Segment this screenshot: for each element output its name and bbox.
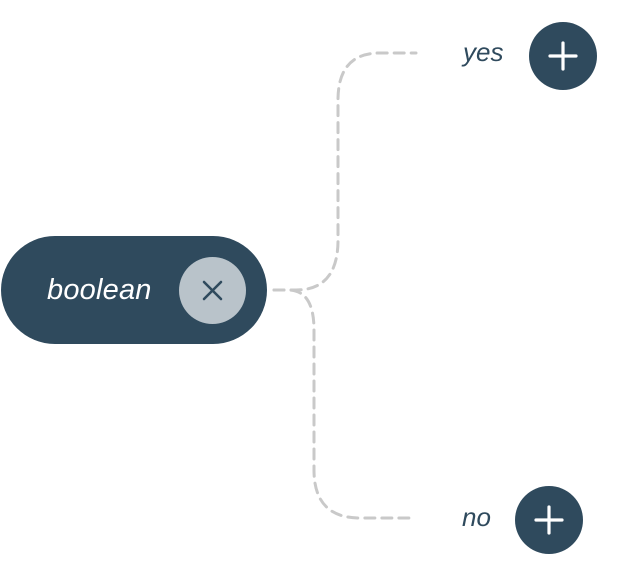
plus-icon xyxy=(548,41,578,71)
add-no-branch-button[interactable] xyxy=(515,486,583,554)
yes-connector-line xyxy=(272,51,418,292)
condition-node-boolean[interactable]: boolean xyxy=(1,236,267,344)
remove-node-button[interactable] xyxy=(179,257,246,324)
condition-node-label: boolean xyxy=(47,274,152,306)
close-icon xyxy=(202,280,223,301)
plus-icon xyxy=(534,505,564,535)
add-yes-branch-button[interactable] xyxy=(529,22,597,90)
branch-label-yes: yes xyxy=(463,37,504,67)
no-connector-line xyxy=(272,288,416,520)
branch-label-no: no xyxy=(462,502,491,532)
